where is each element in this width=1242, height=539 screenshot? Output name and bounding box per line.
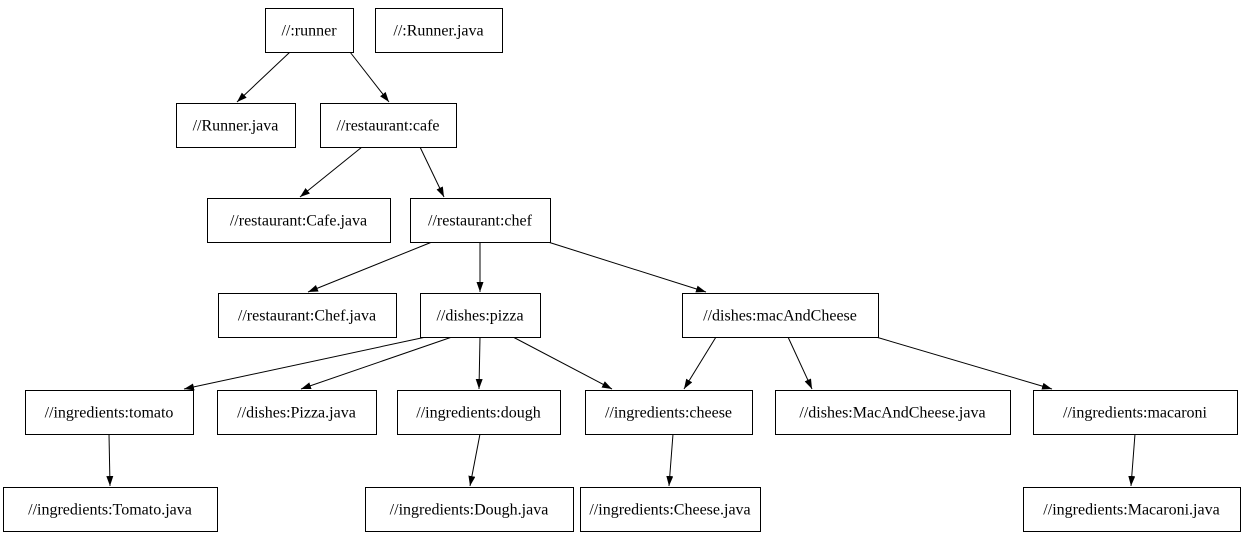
node-label: //ingredients:tomato [45,405,174,422]
edge-line [300,336,453,390]
node-label: //ingredients:dough [416,405,540,422]
node-label: //restaurant:cafe [336,118,439,135]
graph-node-cafe-java: //restaurant:Cafe.java [207,198,391,243]
edge-tomato-to-tomato-java [106,433,114,487]
edge-line [475,336,483,390]
node-label: //dishes:pizza [436,308,523,325]
node-label: //:runner [281,23,337,40]
graph-node-macaroni: //ingredients:macaroni [1033,390,1238,435]
edge-mac-and-cheese-to-cheese [683,336,717,390]
node-label: //ingredients:cheese [605,405,732,422]
node-box [365,487,574,532]
node-label: //restaurant:chef [428,213,533,230]
edge-chef-to-mac-and-cheese [547,241,707,293]
node-label: //restaurant:Cafe.java [230,213,367,230]
edge-pizza-to-cheese [512,336,613,390]
edge-line [183,336,427,391]
node-box [775,390,1011,435]
node-label: //ingredients:Macaroni.java [1043,502,1219,519]
edge-line [875,336,1053,390]
edge-line [683,336,717,390]
graph-node-runner-java-src: //:Runner.java [375,8,503,53]
node-box [1033,390,1238,435]
node-box [320,103,457,148]
node-box [580,487,761,532]
edge-cheese-to-cheese-java [666,433,674,487]
node-box [218,293,397,338]
node-label: //Runner.java [193,118,279,135]
graph-node-tomato-java: //ingredients:Tomato.java [3,487,218,532]
node-label: //ingredients:Tomato.java [28,502,192,519]
graph-node-runner-java: //Runner.java [176,103,296,148]
edge-line [307,241,433,293]
node-box [3,487,218,532]
graph-node-dough-java: //ingredients:Dough.java [365,487,574,532]
node-label: //ingredients:macaroni [1063,405,1208,422]
graph-node-pizza: //dishes:pizza [420,293,541,338]
node-label: //restaurant:Chef.java [238,308,376,325]
node-label: //ingredients:Cheese.java [589,502,750,519]
graph-node-cheese: //ingredients:cheese [585,390,753,435]
graph-node-cafe: //restaurant:cafe [320,103,457,148]
edge-line [1128,433,1136,487]
graph-node-mac-and-cheese: //dishes:macAndCheese [682,293,879,338]
edge-line [299,146,363,198]
node-box [420,293,541,338]
edge-line [787,336,813,390]
edge-runner-to-cafe [349,51,390,103]
edge-line [236,51,291,103]
edge-pizza-to-tomato [183,336,427,391]
graph-node-dough: //ingredients:dough [397,390,561,435]
node-box [25,390,194,435]
node-label: //:Runner.java [393,23,483,40]
edge-mac-and-cheese-to-mac-and-cheese-java [787,336,813,390]
node-box [682,293,879,338]
graph-node-pizza-java: //dishes:Pizza.java [217,390,377,435]
edge-runner-to-runner-java [236,51,291,103]
edge-line [419,146,445,198]
node-box [585,390,753,435]
nodes-layer: //:runner //:Runner.java //Runner.java //re… [3,8,1241,532]
node-box [207,198,391,243]
edge-mac-and-cheese-to-macaroni [875,336,1053,390]
graph-node-mac-and-cheese-java: //dishes:MacAndCheese.java [775,390,1011,435]
edge-chef-to-chef-java [307,241,433,293]
edge-cafe-to-chef [419,146,445,198]
edge-dough-to-dough-java [468,433,481,487]
edges-layer [106,51,1136,487]
node-label: //dishes:macAndCheese [703,308,857,325]
edge-pizza-to-dough [475,336,483,390]
node-box [397,390,561,435]
edge-line [468,433,481,487]
edge-macaroni-to-macaroni-java [1128,433,1136,487]
node-label: //ingredients:Dough.java [390,502,549,519]
graph-node-macaroni-java: //ingredients:Macaroni.java [1023,487,1241,532]
edge-line [106,433,114,487]
node-box [410,198,551,243]
graph-node-cheese-java: //ingredients:Cheese.java [580,487,761,532]
edge-line [666,433,674,487]
graph-node-chef: //restaurant:chef [410,198,551,243]
edge-line [349,51,390,103]
node-box [375,8,503,53]
node-box [176,103,296,148]
edge-cafe-to-cafe-java [299,146,363,198]
edge-line [547,241,707,293]
node-box [1023,487,1241,532]
graph-node-runner: //:runner [265,8,354,53]
node-box [217,390,377,435]
graph-node-chef-java: //restaurant:Chef.java [218,293,397,338]
node-label: //dishes:Pizza.java [237,405,356,422]
node-box [265,8,354,53]
node-label: //dishes:MacAndCheese.java [799,405,985,422]
edge-line [512,336,613,390]
graph-node-tomato: //ingredients:tomato [25,390,194,435]
edge-pizza-to-pizza-java [300,336,453,390]
